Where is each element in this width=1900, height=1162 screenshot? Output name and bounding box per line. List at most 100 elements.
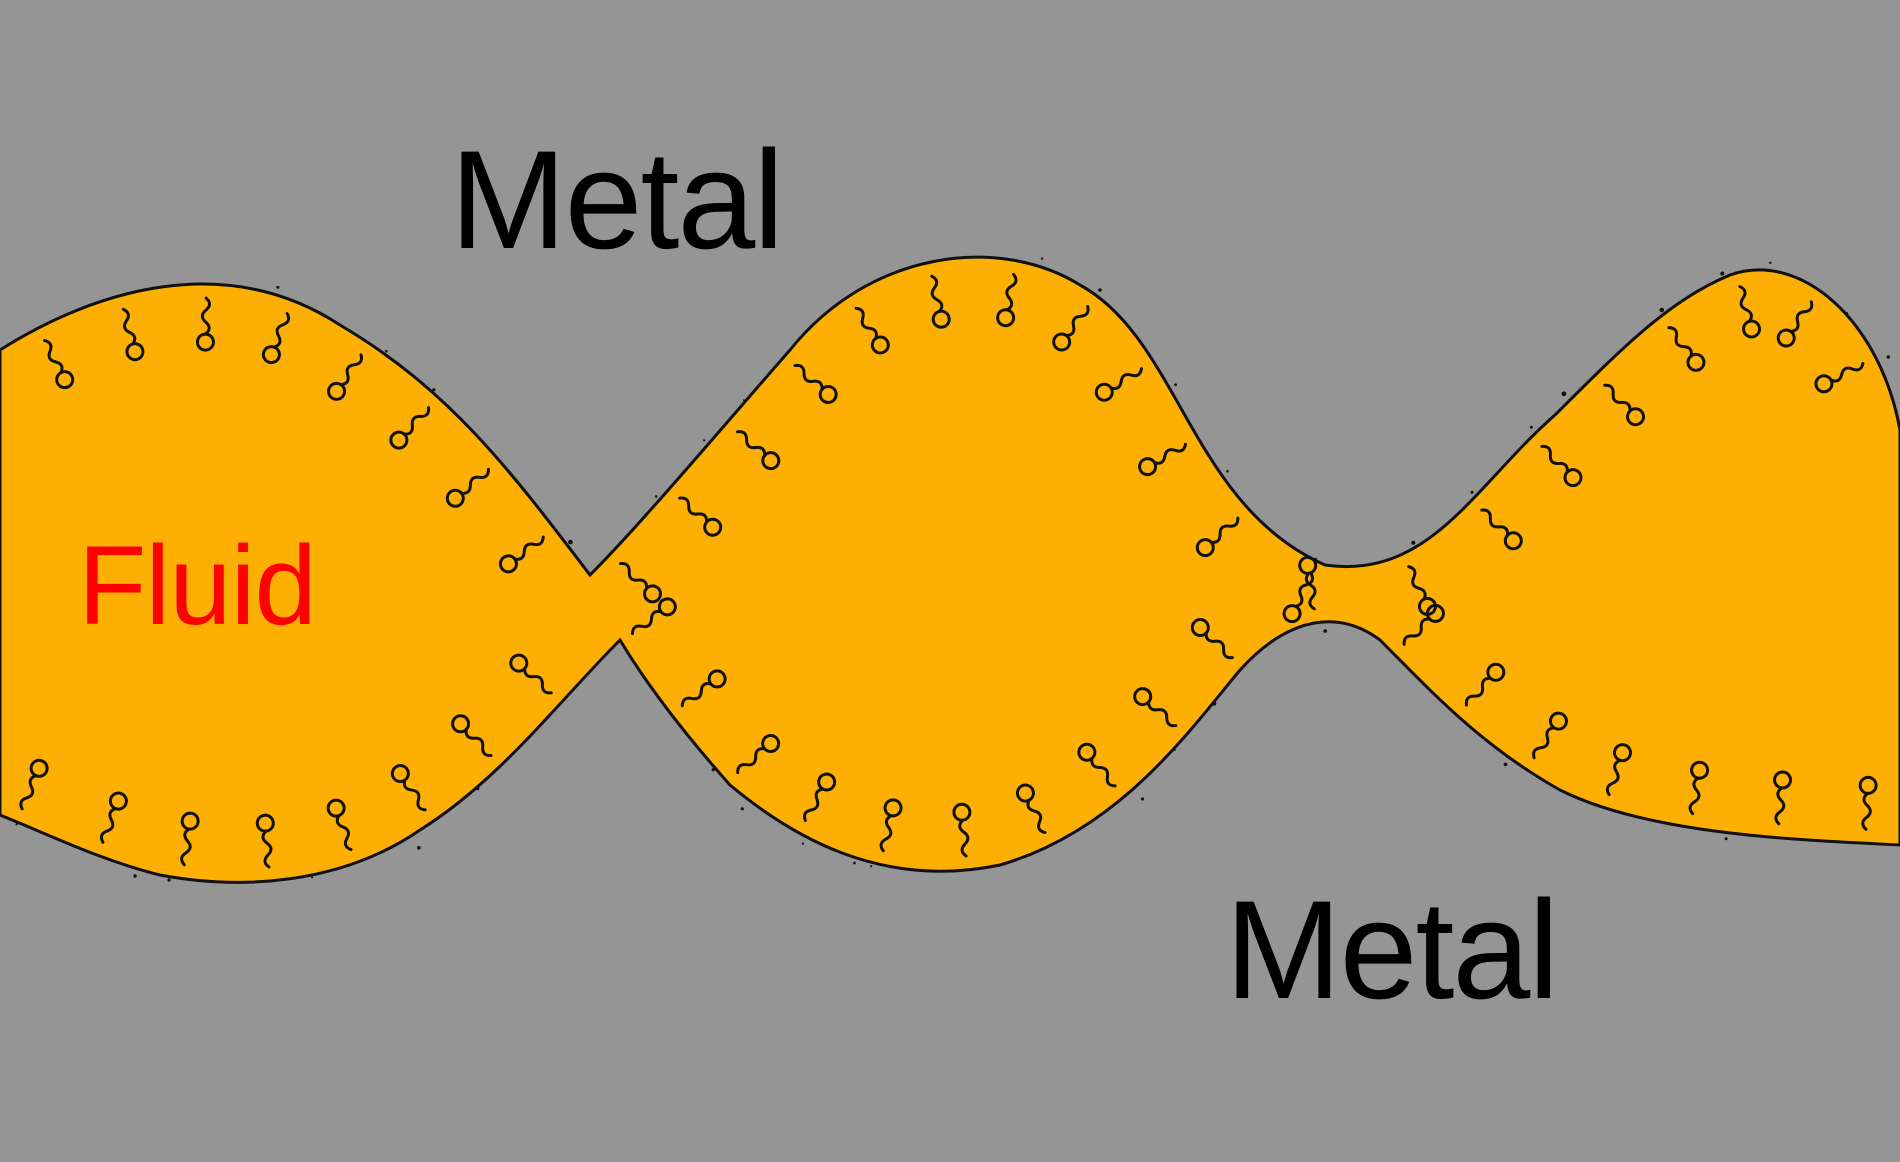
speck (853, 861, 856, 865)
speck (276, 285, 280, 289)
surfactant-molecule-icon (1094, 367, 1143, 402)
surfactant-molecule-icon (996, 272, 1018, 328)
surfactant-tail (464, 728, 493, 758)
surfactant-tail (1540, 444, 1569, 474)
surfactant-tail (1667, 326, 1693, 358)
surfactant-molecule-icon (327, 353, 363, 401)
surfactant-molecule-icon (1776, 300, 1814, 348)
surfactant-molecule-icon (1052, 305, 1090, 352)
speck (743, 399, 745, 402)
speck (1659, 307, 1665, 313)
speck (1173, 748, 1176, 751)
speck (1769, 261, 1772, 264)
speck (1226, 470, 1229, 473)
surfactant-molecule-icon (261, 312, 291, 365)
speck (15, 823, 18, 826)
speck (1529, 425, 1533, 429)
surfactant-molecule-icon (180, 811, 200, 867)
speck (568, 539, 573, 545)
speck (1886, 355, 1891, 359)
metal-label-bottom: Metal (1225, 871, 1559, 1028)
surfactant-tail (19, 774, 38, 811)
surfactant-molecule-icon (1532, 711, 1568, 760)
surfactant-tail (879, 814, 893, 853)
surfactant-molecule-icon (1605, 743, 1632, 797)
surfactant-tail (513, 535, 545, 561)
speck (711, 768, 715, 772)
surfactant-tail (1688, 776, 1701, 816)
surfactant-molecule-icon (43, 339, 75, 390)
speck (1323, 629, 1327, 633)
speck (1411, 540, 1416, 545)
surfactant-tail (1603, 383, 1632, 413)
surfactant-molecule-icon (1667, 326, 1706, 372)
surfactant-molecule-icon (1540, 444, 1583, 488)
surfactant-molecule-icon (255, 813, 275, 869)
speck (1098, 288, 1102, 292)
speck (654, 495, 658, 498)
surfactant-molecule-icon (1688, 760, 1710, 816)
speck (1140, 797, 1145, 801)
surfactant-molecule-icon (1738, 285, 1762, 339)
surfactant-molecule-icon (1133, 687, 1178, 728)
surfactant-tail (339, 353, 363, 387)
surfactant-molecule-icon (854, 306, 890, 355)
surfactant-tail (1829, 361, 1865, 383)
surfactant-tail (619, 562, 649, 590)
surfactant-tail (1294, 572, 1314, 608)
surfactant-molecule-icon (99, 791, 128, 844)
surfactant-tail (1026, 798, 1047, 835)
surfactant-molecule-icon (1015, 783, 1047, 835)
surfactant-molecule-icon (1282, 572, 1314, 624)
surfactant-molecule-icon (451, 714, 493, 758)
surfactant-tail (1209, 516, 1240, 544)
surfactant-tail (1109, 367, 1143, 391)
speck (1470, 490, 1474, 494)
surfactant-tail (1204, 631, 1234, 660)
surfactant-molecule-icon (1603, 383, 1646, 427)
surfactant-tail (1147, 700, 1178, 728)
speck (1506, 755, 1509, 759)
surfactant-tail (180, 827, 192, 867)
surfactant-tail (1304, 571, 1317, 611)
surfactant-molecule-icon (1773, 770, 1793, 826)
speck (417, 846, 421, 850)
surfactant-tail (1090, 756, 1117, 788)
surfactant-tail (121, 307, 137, 346)
surfactant-molecule-icon (1298, 555, 1318, 611)
surfactant-tail (1480, 508, 1510, 537)
speck (1211, 701, 1217, 706)
surfactant-tail (1464, 676, 1493, 707)
surfactant-tail (1738, 285, 1753, 323)
surfactant-molecule-icon (680, 669, 727, 708)
surface-specks (15, 257, 1900, 882)
surfactant-molecule-icon (1077, 742, 1117, 788)
speck (870, 865, 873, 868)
surfactant-tail (930, 274, 944, 313)
surfactant-tail (736, 430, 767, 457)
surfactant-molecule-icon (630, 597, 677, 636)
surfactant-molecule-icon (121, 307, 145, 362)
surfactant-tail (958, 818, 970, 858)
surfactant-molecule-icon (389, 406, 431, 450)
surfactant-molecule-icon (498, 535, 545, 574)
surfactant-tail (523, 666, 553, 695)
surfactant-tail (1789, 300, 1814, 333)
surfactant-tail (261, 829, 273, 869)
speck (475, 786, 480, 791)
surfactant-tail (335, 814, 353, 852)
speck (1174, 383, 1177, 387)
speck (740, 807, 744, 811)
speck (311, 876, 314, 879)
surfactant-tail (678, 496, 709, 524)
surfactant-tail (736, 747, 767, 775)
surfactant-tail (200, 296, 212, 336)
speck (801, 842, 805, 845)
speck (1503, 762, 1508, 767)
surfactant-tail (793, 363, 824, 391)
speck (703, 439, 706, 442)
surfactant-tail (1005, 272, 1018, 312)
surfactant-molecule-icon (1464, 662, 1506, 707)
